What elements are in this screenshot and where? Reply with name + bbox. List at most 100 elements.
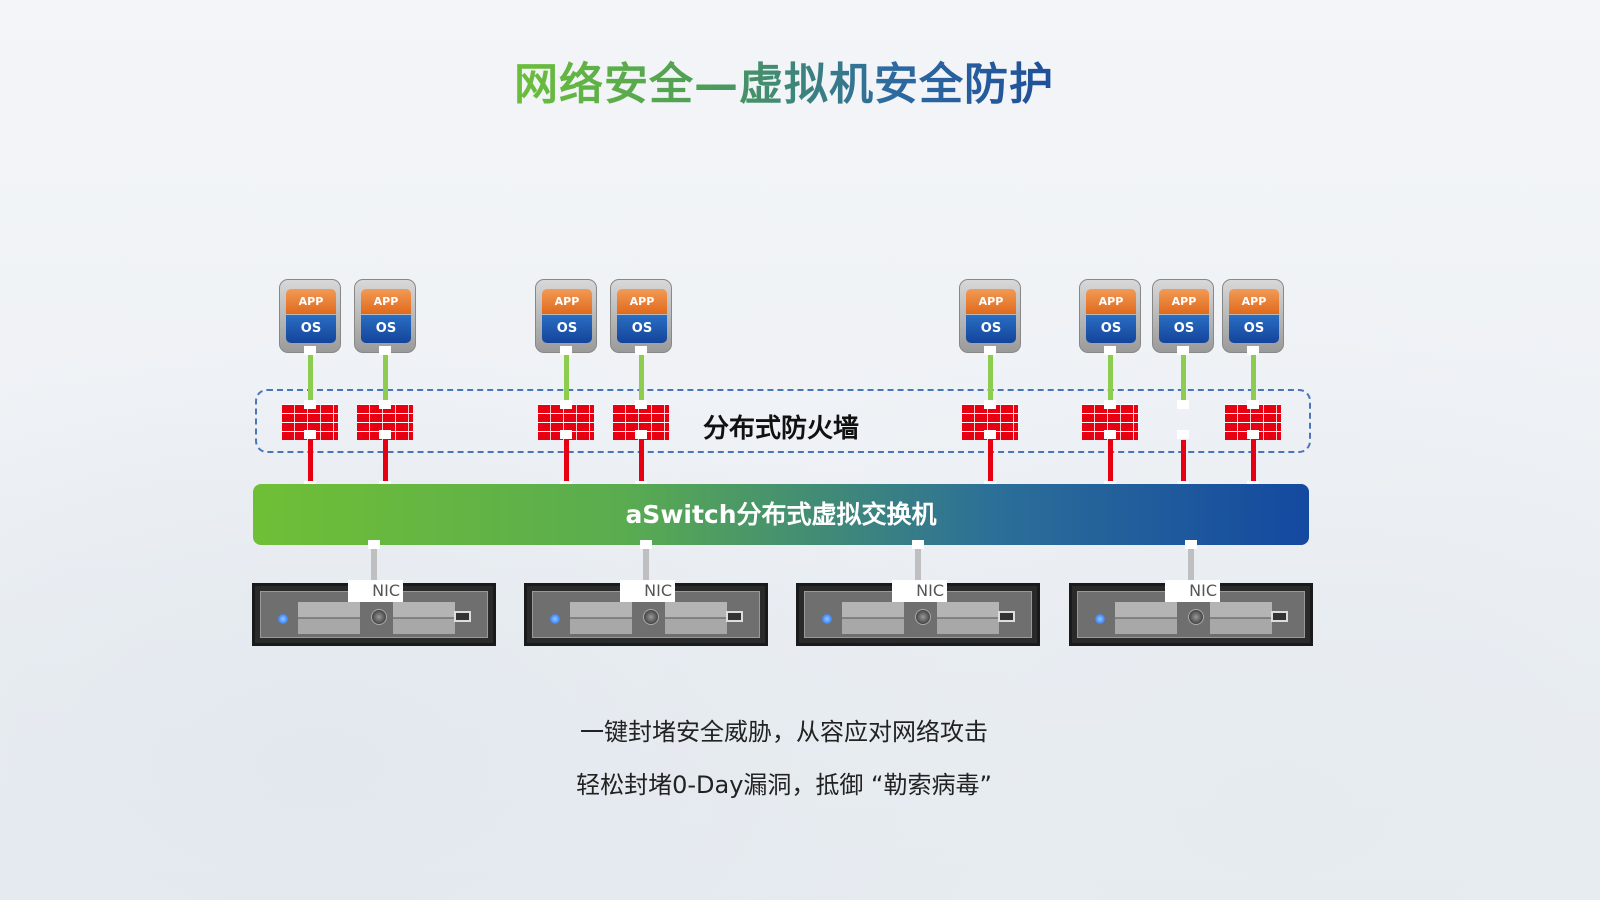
vm-link bbox=[988, 353, 993, 405]
connector-dot bbox=[368, 540, 380, 549]
firewall-icon bbox=[962, 404, 1018, 440]
physical-server: NIC bbox=[1069, 580, 1313, 646]
connector-dot bbox=[1177, 400, 1189, 409]
os-layer: OS bbox=[1086, 315, 1136, 343]
os-layer: OS bbox=[1159, 315, 1209, 343]
firewall-link bbox=[383, 440, 388, 486]
drive-bay bbox=[1210, 602, 1272, 634]
caption-line-2: 轻松封堵0-Day漏洞，抵御 “勒索病毒” bbox=[576, 771, 992, 799]
nic-label: NIC bbox=[620, 580, 675, 602]
port-icon bbox=[454, 611, 471, 622]
nic-link bbox=[1188, 545, 1194, 585]
firewall-link bbox=[564, 440, 569, 486]
connector-dot bbox=[635, 346, 647, 355]
nic-label: NIC bbox=[348, 580, 403, 602]
vm-link bbox=[308, 353, 313, 405]
connector-dot bbox=[304, 430, 316, 439]
vm-link bbox=[639, 353, 644, 405]
physical-server: NIC bbox=[524, 580, 768, 646]
connector-dot bbox=[379, 346, 391, 355]
connector-dot bbox=[640, 540, 652, 549]
power-led-icon bbox=[822, 614, 832, 624]
os-layer: OS bbox=[966, 315, 1016, 343]
connector-dot bbox=[304, 400, 316, 409]
nic-link bbox=[371, 545, 377, 585]
connector-dot bbox=[560, 346, 572, 355]
vm-link bbox=[1108, 353, 1113, 405]
power-led-icon bbox=[278, 614, 288, 624]
connector-dot bbox=[1104, 400, 1116, 409]
app-layer: APP bbox=[286, 289, 336, 314]
port-icon bbox=[998, 611, 1015, 622]
virtual-switch: aSwitch分布式虚拟交换机 bbox=[253, 484, 1309, 545]
connector-dot bbox=[984, 430, 996, 439]
connector-dot bbox=[1185, 540, 1197, 549]
drive-bay bbox=[393, 602, 455, 634]
physical-server: NIC bbox=[252, 580, 496, 646]
knob-icon bbox=[1188, 609, 1204, 625]
drive-bay bbox=[665, 602, 727, 634]
vm-link bbox=[1251, 353, 1256, 405]
os-layer: OS bbox=[361, 315, 411, 343]
physical-server: NIC bbox=[796, 580, 1040, 646]
connector-dot bbox=[984, 400, 996, 409]
page-title: 网络安全—虚拟机安全防护 bbox=[514, 59, 1054, 110]
connector-dot bbox=[379, 400, 391, 409]
os-layer: OS bbox=[1229, 315, 1279, 343]
os-layer: OS bbox=[286, 315, 336, 343]
connector-dot bbox=[635, 400, 647, 409]
drive-bay bbox=[937, 602, 999, 634]
connector-dot bbox=[1104, 430, 1116, 439]
app-layer: APP bbox=[1159, 289, 1209, 314]
connector-dot bbox=[1247, 430, 1259, 439]
firewall-zone-label: 分布式防火墙 bbox=[703, 414, 860, 444]
drive-bay bbox=[1115, 602, 1177, 634]
power-led-icon bbox=[1095, 614, 1105, 624]
connector-dot bbox=[1104, 346, 1116, 355]
power-led-icon bbox=[550, 614, 560, 624]
knob-icon bbox=[643, 609, 659, 625]
nic-label: NIC bbox=[892, 580, 947, 602]
firewall-link bbox=[1108, 440, 1113, 486]
port-icon bbox=[726, 611, 743, 622]
connector-dot bbox=[560, 400, 572, 409]
connector-dot bbox=[635, 430, 647, 439]
connector-dot bbox=[379, 430, 391, 439]
nic-link bbox=[915, 545, 921, 585]
connector-dot bbox=[912, 540, 924, 549]
drive-bay bbox=[842, 602, 904, 634]
caption-line-1: 一键封堵安全威胁，从容应对网络攻击 bbox=[580, 718, 988, 746]
knob-icon bbox=[371, 609, 387, 625]
vm-link bbox=[564, 353, 569, 405]
drive-bay bbox=[570, 602, 632, 634]
firewall-icon bbox=[613, 404, 669, 440]
app-layer: APP bbox=[1086, 289, 1136, 314]
vm-link bbox=[1181, 353, 1186, 405]
app-layer: APP bbox=[361, 289, 411, 314]
connector-dot bbox=[304, 346, 316, 355]
connector-dot bbox=[984, 346, 996, 355]
app-layer: APP bbox=[1229, 289, 1279, 314]
os-layer: OS bbox=[542, 315, 592, 343]
firewall-link bbox=[639, 440, 644, 486]
nic-link bbox=[643, 545, 649, 585]
knob-icon bbox=[915, 609, 931, 625]
connector-dot bbox=[1247, 346, 1259, 355]
firewall-link bbox=[308, 440, 313, 486]
app-layer: APP bbox=[542, 289, 592, 314]
os-layer: OS bbox=[617, 315, 667, 343]
firewall-icon bbox=[1082, 404, 1138, 440]
vm-link bbox=[383, 353, 388, 405]
port-icon bbox=[1271, 611, 1288, 622]
firewall-link bbox=[988, 440, 993, 486]
firewall-link bbox=[1251, 440, 1256, 486]
firewall-link bbox=[1181, 440, 1186, 486]
